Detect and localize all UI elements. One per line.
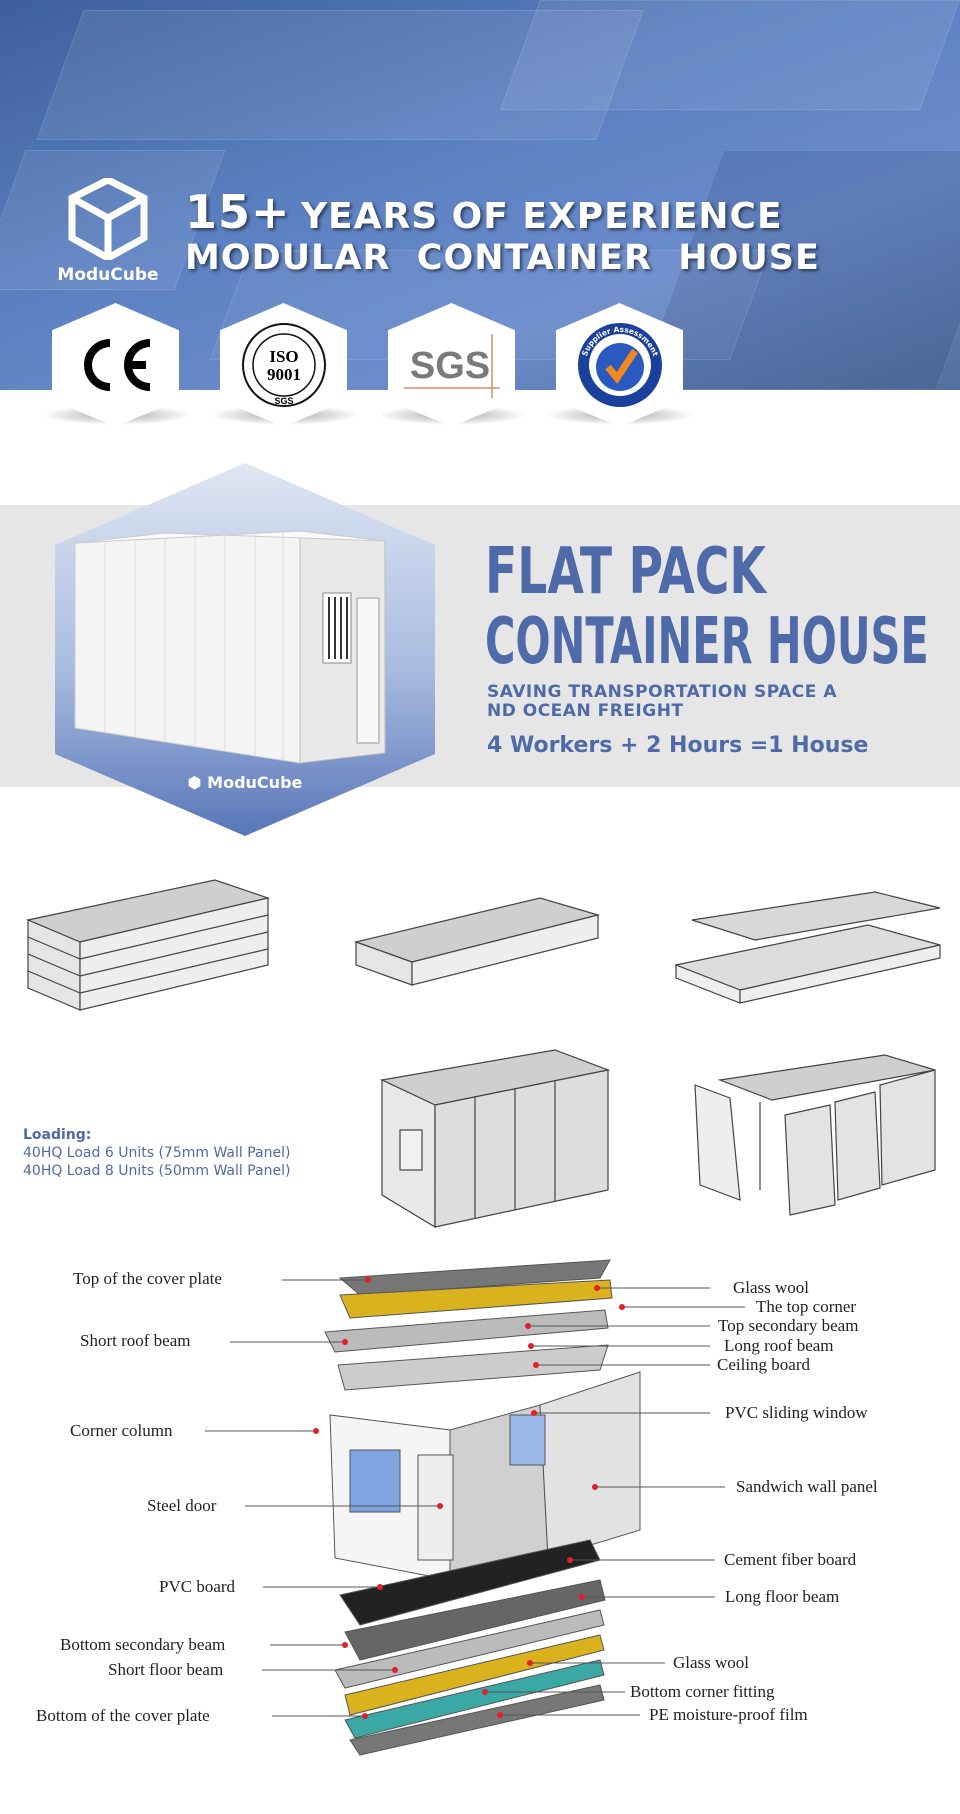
loading-line: 40HQ Load 8 Units (50mm Wall Panel) [23, 1163, 291, 1179]
label-long-floor-beam: Long floor beam [725, 1587, 840, 1606]
product-brand: ⬢ ModuCube [55, 773, 435, 792]
label-steel-door: Steel door [147, 1496, 217, 1515]
label-corner-column: Corner column [70, 1421, 173, 1440]
stacked-panels [26, 879, 271, 1011]
headline-number: 15+ [185, 185, 291, 239]
moducube-logo: ModuCube [52, 176, 164, 285]
loading-line: 40HQ Load 6 Units (75mm Wall Panel) [23, 1145, 291, 1161]
label-pvc-sliding-window: PVC sliding window [725, 1403, 868, 1422]
label-ceiling-board: Ceiling board [717, 1355, 811, 1374]
brand-name: ModuCube [57, 265, 159, 285]
supplier-assessment-seal-icon: Supplier Assessment [577, 323, 662, 407]
loading-title: Loading: [23, 1127, 92, 1143]
opening-panel [673, 891, 941, 1004]
cert-sgs: SGS [388, 303, 515, 427]
headline-line1: 15+ YEARS OF EXPERIENCE [185, 185, 783, 239]
ce-mark-icon [83, 339, 150, 391]
wall-installation [694, 1054, 936, 1216]
single-panel [353, 897, 601, 986]
exploded-structure-diagram [205, 1259, 745, 1756]
product-hexagon: ⬢ ModuCube [55, 463, 435, 836]
product-subtitle: SAVING TRANSPORTATION SPACE A ND OCEAN F… [487, 683, 837, 721]
container-house-image [74, 530, 386, 764]
product-brand-name: ModuCube [207, 773, 303, 792]
product-title-line1: FLAT PACK [485, 535, 767, 609]
cert-iso-9001: ISO 9001 SGS [220, 303, 347, 427]
cert-supplier-assessment: Supplier Assessment [556, 303, 683, 427]
label-long-roof-beam: Long roof beam [724, 1336, 834, 1355]
svg-text:ISO: ISO [269, 347, 298, 366]
svg-text:SGS: SGS [274, 396, 293, 406]
cube-logo-icon [68, 176, 148, 263]
label-top-cover-plate: Top of the cover plate [73, 1269, 222, 1288]
label-glass-wool-bottom: Glass wool [673, 1653, 750, 1672]
label-bottom-secondary-beam: Bottom secondary beam [60, 1635, 226, 1654]
product-title-line2: CONTAINER HOUSE [485, 605, 929, 679]
label-cement-fiber-board: Cement fiber board [724, 1550, 857, 1569]
iso-9001-seal-icon: ISO 9001 SGS [241, 323, 326, 407]
assembled-box [380, 1049, 611, 1229]
svg-text:9001: 9001 [267, 365, 301, 384]
subtitle-line2: ND OCEAN FREIGHT [487, 701, 684, 721]
label-bottom-corner-fitting: Bottom corner fitting [630, 1682, 775, 1701]
cube-logo-icon: ⬢ [187, 773, 202, 792]
loading-info: Loading: 40HQ Load 6 Units (75mm Wall Pa… [23, 1126, 290, 1180]
label-top-secondary-beam: Top secondary beam [718, 1316, 859, 1335]
label-sandwich-wall-panel: Sandwich wall panel [736, 1477, 878, 1496]
label-glass-wool-top: Glass wool [733, 1278, 810, 1297]
subtitle-line1: SAVING TRANSPORTATION SPACE A [487, 682, 837, 702]
label-top-corner: The top corner [756, 1297, 857, 1316]
svg-text:SGS: SGS [409, 345, 489, 387]
headline-text: YEARS OF EXPERIENCE [300, 196, 783, 237]
assembly-stages-illustration [26, 879, 941, 1229]
sgs-logo-icon: SGS [403, 334, 500, 398]
cert-ce [52, 303, 179, 427]
label-bottom-cover-plate: Bottom of the cover plate [36, 1706, 210, 1725]
label-short-roof-beam: Short roof beam [80, 1331, 191, 1350]
headline-line2: MODULAR CONTAINER HOUSE [185, 238, 820, 278]
product-tagline: 4 Workers + 2 Hours =1 House [487, 733, 869, 758]
label-pvc-board: PVC board [159, 1577, 236, 1596]
label-pe-moisture-proof-film: PE moisture-proof film [649, 1705, 808, 1724]
label-short-floor-beam: Short floor beam [108, 1660, 224, 1679]
